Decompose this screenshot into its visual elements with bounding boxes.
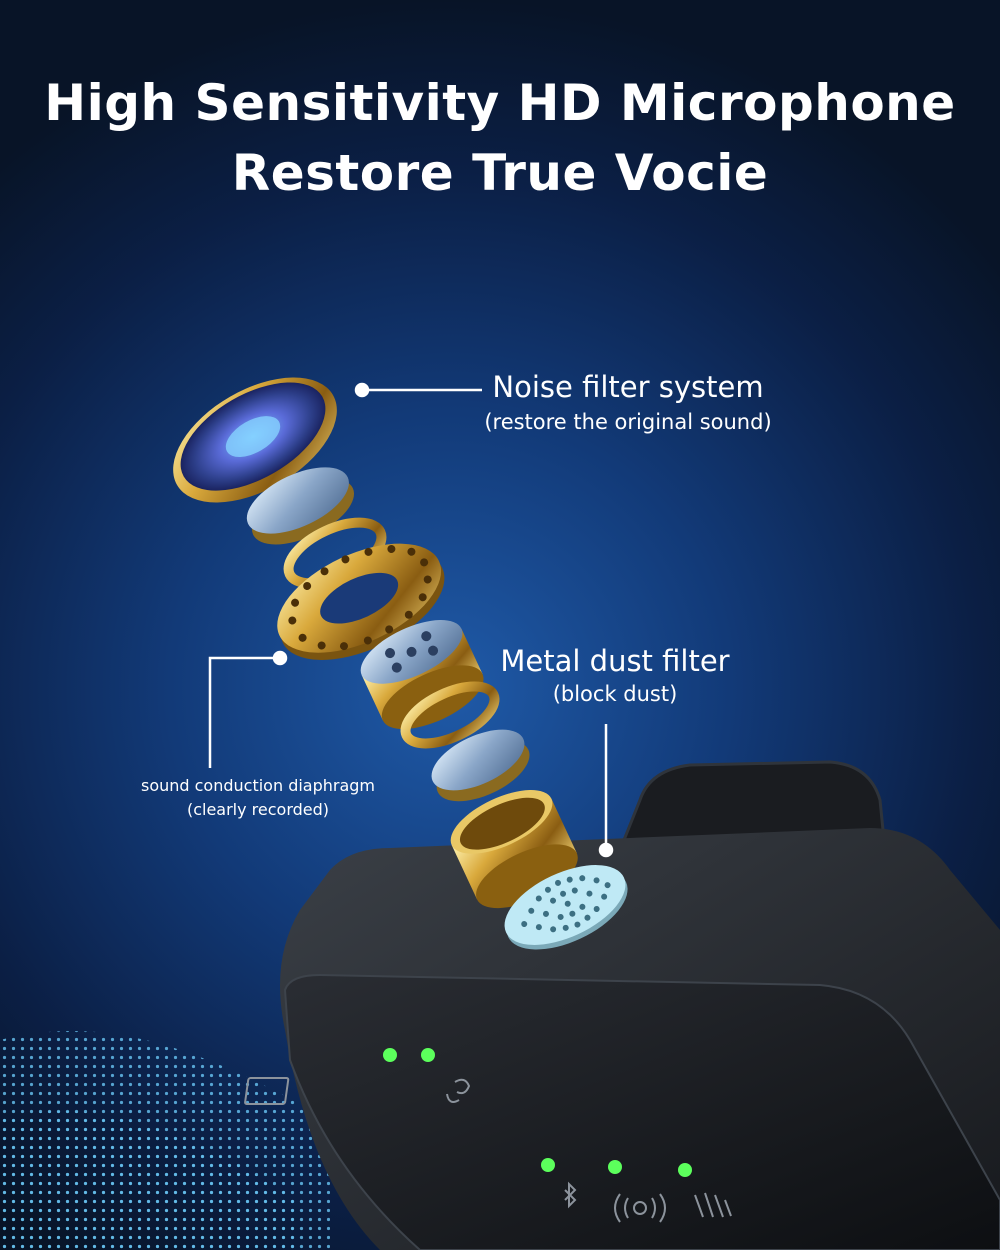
led-2 xyxy=(421,1048,435,1062)
bluetooth-icon xyxy=(564,1181,577,1209)
headline: High Sensitivity HD Microphone Restore T… xyxy=(0,68,1000,208)
led-5 xyxy=(678,1163,692,1177)
broadcast-icon xyxy=(633,1201,647,1215)
dust-filter-title: Metal dust filter xyxy=(500,644,730,678)
image-transmit-icon xyxy=(244,1077,290,1105)
pair-icon xyxy=(446,1078,471,1103)
diaphragm-dot xyxy=(272,650,288,666)
device-face xyxy=(283,973,1000,1250)
device-clip xyxy=(617,760,887,852)
noise-filter-dot xyxy=(354,382,370,398)
diaphragm-callout: sound conduction diaphragm (clearly reco… xyxy=(130,774,386,822)
noise-reduction-icon xyxy=(694,1192,732,1218)
diaphragm-title: sound conduction diaphragm xyxy=(140,776,376,795)
gold-cup xyxy=(450,790,578,909)
dust-filter-callout: Metal dust filter (block dust) xyxy=(485,644,745,706)
noise-filter-disk xyxy=(173,377,337,503)
silver-disk-2 xyxy=(431,729,530,802)
noise-filter-subtitle: (restore the original sound) xyxy=(484,410,772,434)
diaphragm-leader xyxy=(208,656,280,768)
dust-filter-dot xyxy=(598,842,614,858)
noise-filter-title: Noise filter system xyxy=(492,370,764,404)
noise-filter-callout: Noise filter system (restore the origina… xyxy=(478,370,778,434)
led-1 xyxy=(383,1048,397,1062)
sound-conduction-diaphragm xyxy=(277,543,445,660)
gold-ring-2 xyxy=(400,681,500,749)
headline-line-1: High Sensitivity HD Microphone xyxy=(44,74,956,132)
dust-filter-subtitle: (block dust) xyxy=(552,682,678,706)
status-leds xyxy=(383,1048,692,1177)
led-4 xyxy=(608,1160,622,1174)
metal-dust-filter xyxy=(504,865,628,950)
headline-line-2: Restore True Vocie xyxy=(231,144,769,202)
diaphragm-subtitle: (clearly recorded) xyxy=(186,800,330,819)
silver-disk xyxy=(246,467,355,545)
led-3 xyxy=(541,1158,555,1172)
